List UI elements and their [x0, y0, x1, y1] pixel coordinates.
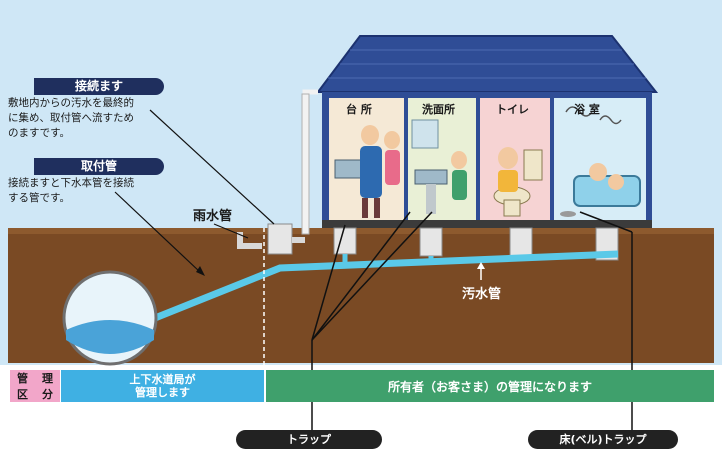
house-floor [322, 220, 652, 228]
bather-figure-head [608, 174, 624, 190]
floor-drain [560, 211, 576, 217]
sewer-water [66, 320, 154, 354]
bell-trap-callout-line [579, 211, 633, 233]
room-label-washroom: 洗面所 [422, 103, 455, 116]
bather-figure-head [589, 163, 607, 181]
daughter-figure-body [385, 150, 400, 185]
rain-pipe-label: 雨水管 [193, 209, 233, 224]
management-category-label: 管 理 区 分 [10, 370, 60, 402]
roof-tiles [328, 49, 646, 79]
inspection-box-title: 接続ます [34, 78, 164, 95]
girl-figure-head [451, 151, 467, 169]
leader-connection-pipe [114, 191, 201, 273]
trap-callout-line [311, 211, 433, 341]
toilet-base [503, 199, 521, 217]
mother-figure-leg [374, 198, 380, 218]
city-management-zone: 上下水道局が 管理します [61, 370, 264, 402]
wash-basin [414, 169, 448, 185]
leader-arrowhead [196, 266, 205, 276]
inspection-box [419, 227, 443, 257]
owner-management-zone: 所有者（お客さま）の管理になります [266, 370, 714, 402]
inspection-box [509, 227, 533, 259]
trap-callout-line [311, 224, 346, 341]
inspection-box-connection [267, 223, 293, 255]
room-label-toilet: トイレ [496, 103, 529, 116]
sewage-pipe-label: 汚水管 [462, 287, 502, 302]
management-char: 理 [42, 372, 53, 385]
leader-inspection-box [149, 109, 275, 225]
management-char: 管 [17, 372, 28, 385]
rain-pipe [237, 232, 262, 249]
management-char: 区 [17, 388, 28, 401]
trap-callout-line [311, 211, 411, 341]
city-management-line1: 上下水道局が [129, 373, 196, 386]
toilet-tank [523, 149, 543, 181]
sewage-pipe [153, 250, 619, 322]
sewage-pipe-arrowhead [477, 262, 485, 269]
trap-label: トラップ [236, 430, 382, 449]
ground-surface [8, 228, 714, 234]
room-label-bath: 浴 室 [574, 103, 600, 116]
girl-figure-body [452, 170, 467, 200]
downspout [301, 93, 310, 235]
gutter [302, 89, 318, 95]
basin-stand [426, 184, 436, 214]
bell-trap-label: 床(ベル)トラップ [528, 430, 678, 449]
mother-figure-body [360, 146, 382, 198]
room-label-kitchen: 台 所 [346, 103, 372, 116]
daughter-figure-head [384, 131, 400, 149]
connection-pipe-description: 接続ますと下水本管を接続 する管です。 [8, 177, 134, 204]
steam [565, 106, 593, 117]
mother-figure-head [361, 125, 379, 145]
mother-figure-leg [362, 198, 368, 218]
city-management-line2: 管理します [135, 386, 190, 399]
leader-rain-pipe [213, 223, 249, 239]
mirror [411, 119, 439, 149]
boy-figure-body [498, 170, 518, 192]
bathtub [573, 175, 641, 207]
boy-figure-head [498, 147, 518, 169]
connection-pipe-title: 取付管 [34, 158, 164, 175]
inspection-box-description: 敷地内からの汚水を最終的 に集め、取付管へ流すため のますです。 [8, 97, 134, 139]
management-char: 分 [42, 388, 53, 401]
steam [599, 115, 622, 125]
